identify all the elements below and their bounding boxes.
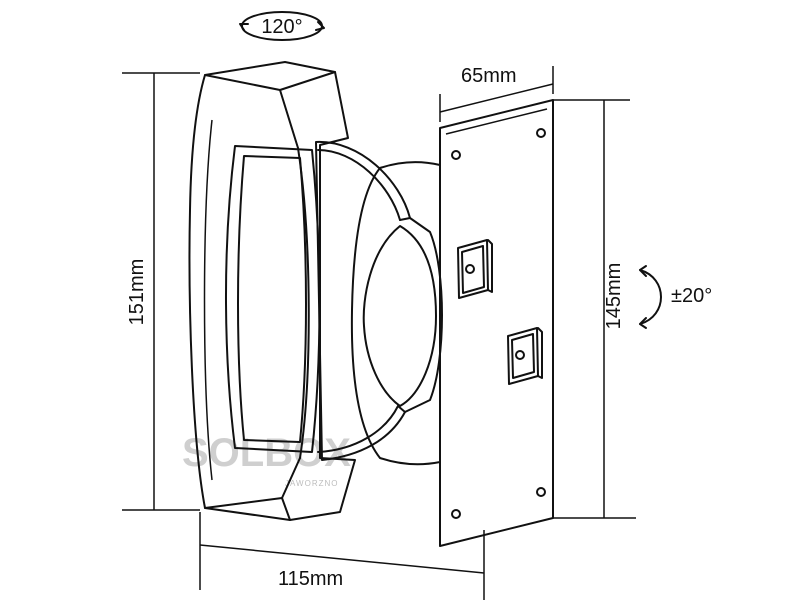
watermark-sub: JAWORZNO — [285, 479, 338, 488]
keyhole-slot-icon — [507, 327, 543, 385]
plate-width-dimension: 65mm — [439, 65, 554, 122]
tilt-angle-label: ±20° — [671, 285, 712, 307]
keyhole-slot-icon — [457, 239, 493, 299]
screw-hole-icon — [536, 128, 546, 138]
tilt-angle-annotation: ±20° — [639, 265, 712, 329]
depth-dimension: 115mm — [199, 512, 485, 600]
wall-plate — [439, 99, 554, 547]
arm-height-dimension: 151mm — [122, 72, 200, 511]
swivel-angle-label: 120° — [261, 16, 302, 38]
swivel-angle-annotation: 120° — [239, 11, 325, 41]
hinge-dome — [315, 140, 443, 461]
screw-hole-icon — [451, 509, 461, 519]
depth-label: 115mm — [278, 568, 343, 590]
screw-hole-icon — [536, 487, 546, 497]
ball-joint — [350, 161, 441, 466]
arm-height-label: 151mm — [126, 259, 148, 326]
plate-height-label: 145mm — [603, 263, 625, 330]
screw-hole-icon — [451, 150, 461, 160]
speaker-arm — [188, 61, 356, 521]
plate-height-dimension: 145mm — [553, 99, 636, 519]
watermark-brand: SOLBOX — [182, 431, 351, 475]
plate-width-label: 65mm — [461, 65, 517, 87]
